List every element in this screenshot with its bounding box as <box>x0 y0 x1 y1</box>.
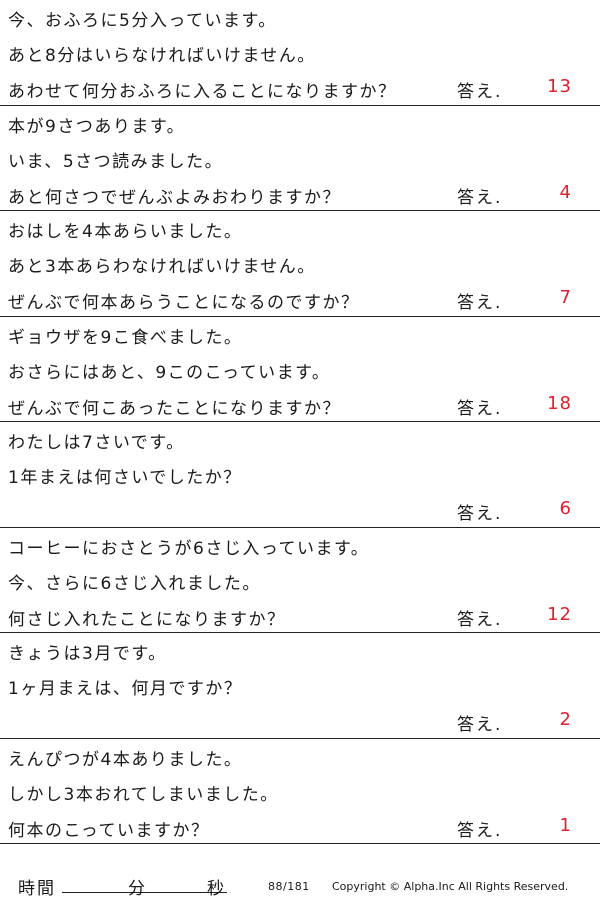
answer-label: 答え. <box>457 715 503 735</box>
problem-line: いま、5さつ読みました。 <box>8 151 224 172</box>
answer-value: 1 <box>559 814 572 836</box>
problem-line: わたしは7さいです。 <box>8 433 185 453</box>
copyright-notice: Copyright © Alpha.Inc All Rights Reserve… <box>332 880 569 893</box>
time-label: 時間 <box>18 879 56 899</box>
answer-label: 答え. <box>457 820 503 841</box>
seconds-label: 秒 <box>207 879 224 899</box>
problem-line: ギョウザを9こ食べました。 <box>8 327 243 348</box>
page-number: 88/181 <box>268 880 310 893</box>
problem-question: 何さじ入れたことになりますか？ <box>8 609 286 630</box>
answer-label: 答え. <box>457 293 503 313</box>
answer-value: 13 <box>547 76 572 97</box>
problem-1: 今、おふろに5分入っています。 あと8分はいらなければいけません。 あわせて何分… <box>0 0 600 106</box>
problem-line: しかし3本おれてしまいました。 <box>8 784 279 805</box>
answer-label: 答え. <box>457 504 503 524</box>
problem-line: きょうは3月です。 <box>8 644 167 664</box>
answer-label: 答え. <box>457 609 503 630</box>
worksheet: 今、おふろに5分入っています。 あと8分はいらなければいけません。 あわせて何分… <box>0 0 600 844</box>
problem-question: あと何さつでぜんぶよみおわりますか？ <box>8 187 341 208</box>
problem-line: コーヒーにおさとうが6さじ入っています。 <box>8 538 370 559</box>
problem-question: ぜんぶで何本あらうことになるのですか？ <box>8 293 360 313</box>
answer-value: 2 <box>559 709 572 730</box>
problem-line: あと8分はいらなければいけません。 <box>8 46 316 66</box>
problem-3: おはしを4本あらいました。 あと3本あらわなければいけません。 ぜんぶで何本あら… <box>0 211 600 317</box>
problem-line: 1年まえは何さいでしたか？ <box>8 468 242 488</box>
answer-value: 18 <box>547 392 572 414</box>
problem-2: 本が9さつあります。 いま、5さつ読みました。 あと何さつでぜんぶよみおわります… <box>0 106 600 211</box>
problem-4: ギョウザを9こ食べました。 おさらにはあと、9このこっています。 ぜんぶで何こあ… <box>0 317 600 422</box>
problem-5: わたしは7さいです。 1年まえは何さいでしたか？ 答え. 6 <box>0 422 600 528</box>
problem-line: 1ヶ月まえは、何月ですか？ <box>8 679 243 699</box>
problem-line: あと3本あらわなければいけません。 <box>8 257 316 277</box>
problem-line: えんぴつが4本ありました。 <box>8 749 243 770</box>
answer-value: 6 <box>559 498 572 519</box>
problem-line: 本が9さつあります。 <box>8 116 186 137</box>
problem-question: あわせて何分おふろに入ることになりますか？ <box>8 82 397 102</box>
problem-7: きょうは3月です。 1ヶ月まえは、何月ですか？ 答え. 2 <box>0 633 600 739</box>
problem-line: おさらにはあと、9このこっています。 <box>8 362 331 383</box>
answer-value: 4 <box>559 181 572 203</box>
problem-line: 今、おふろに5分入っています。 <box>8 11 277 31</box>
minutes-label: 分 <box>128 879 145 899</box>
answer-label: 答え. <box>457 187 503 208</box>
problem-line: おはしを4本あらいました。 <box>8 222 243 242</box>
answer-label: 答え. <box>457 398 503 419</box>
problem-question: ぜんぶで何こあったことになりますか？ <box>8 398 341 419</box>
footer: 時間 分 秒 88/181 Copyright © Alpha.Inc All … <box>0 872 600 899</box>
answer-value: 7 <box>559 287 572 308</box>
answer-value: 12 <box>547 603 572 625</box>
time-entry-line <box>62 892 227 893</box>
problem-6: コーヒーにおさとうが6さじ入っています。 今、さらに6さじ入れました。 何さじ入… <box>0 528 600 633</box>
problem-question: 何本のこっていますか？ <box>8 820 210 841</box>
problem-8: えんぴつが4本ありました。 しかし3本おれてしまいました。 何本のこっていますか… <box>0 739 600 844</box>
answer-label: 答え. <box>457 82 503 102</box>
problem-line: 今、さらに6さじ入れました。 <box>8 573 261 594</box>
